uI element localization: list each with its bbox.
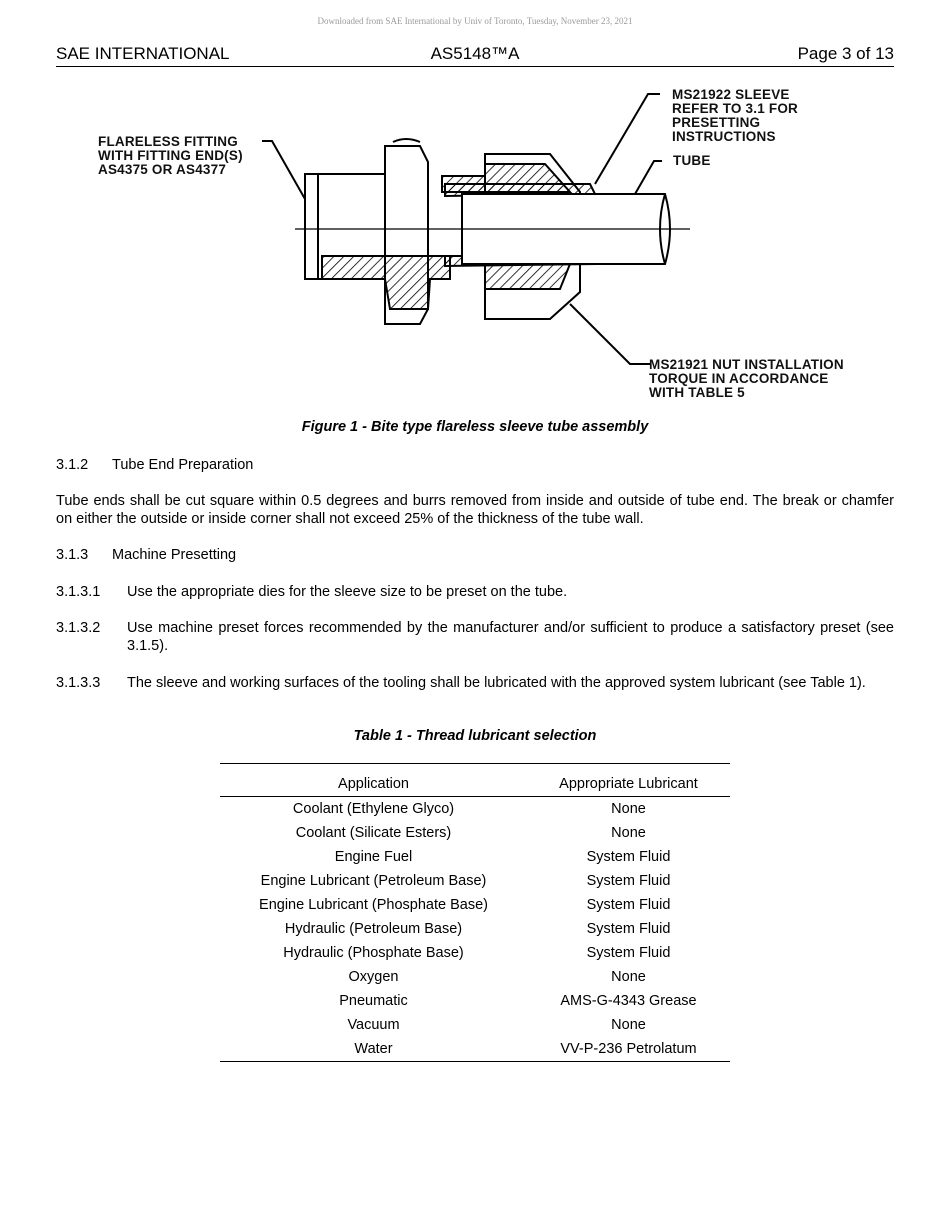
label-tube: TUBE	[673, 153, 711, 168]
cell-application: Vacuum	[347, 1017, 400, 1033]
table-row: Engine Fuel System Fluid	[220, 845, 730, 869]
header-organization: SAE INTERNATIONAL	[56, 44, 230, 63]
cell-application: Pneumatic	[339, 993, 408, 1009]
cell-application: Hydraulic (Phosphate Base)	[283, 945, 464, 961]
cell-lubricant: None	[611, 801, 646, 817]
header-page-number: Page 3 of 13	[797, 44, 894, 63]
cell-application: Engine Lubricant (Petroleum Base)	[260, 873, 487, 889]
item-3-1-3-2-text: Use machine preset forces recommended by…	[127, 620, 894, 654]
tube-assembly-drawing	[262, 93, 690, 365]
page-header: AS5148™A SAE INTERNATIONAL Page 3 of 13	[56, 44, 894, 67]
item-3-1-3-1-number: 3.1.3.1	[56, 584, 101, 600]
lubricant-table: Application Appropriate Lubricant Coolan…	[220, 763, 730, 1062]
table-row: Coolant (Silicate Esters) None	[220, 821, 730, 845]
cell-application: Engine Lubricant (Phosphate Base)	[259, 897, 488, 913]
cell-lubricant: None	[611, 969, 646, 985]
table-row: Engine Lubricant (Phosphate Base) System …	[220, 893, 730, 917]
label-ms21921-nut: MS21921 NUT INSTALLATION TORQUE IN ACCOR…	[649, 357, 844, 400]
cell-lubricant: None	[611, 825, 646, 841]
cell-lubricant: System Fluid	[586, 921, 671, 937]
label-ms21922-sleeve: MS21922 SLEEVE REFER TO 3.1 FOR PRESETTI…	[672, 87, 798, 144]
table-row: Hydraulic (Phosphate Base) System Fluid	[220, 941, 730, 965]
table-row: Vacuum None	[220, 1013, 730, 1037]
figure-caption: Figure 1 - Bite type flareless sleeve tu…	[301, 419, 649, 435]
cell-lubricant: AMS-G-4343 Grease	[560, 993, 697, 1009]
header-appropriate-lubricant: Appropriate Lubricant	[527, 763, 730, 797]
item-3-1-3-1-text: Use the appropriate dies for the sleeve …	[127, 584, 568, 600]
figure-tube-assembly: FLARELESS FITTING WITH FITTING END(S) AS…	[90, 84, 870, 409]
cell-lubricant: System Fluid	[586, 945, 671, 961]
table-row: Oxygen None	[220, 965, 730, 989]
cell-application: Oxygen	[348, 969, 399, 985]
cell-lubricant: VV-P-236 Petrolatum	[527, 1037, 730, 1062]
header-application: Application	[220, 763, 527, 797]
table-row: Coolant (Ethylene Glyco) None	[220, 797, 730, 822]
item-3-1-3-3-text: The sleeve and working surfaces of the t…	[127, 675, 866, 691]
table-row: Pneumatic AMS-G-4343 Grease	[220, 989, 730, 1013]
table-caption: Table 1 - Thread lubricant selection	[353, 728, 597, 744]
cell-lubricant: System Fluid	[586, 849, 671, 865]
cell-application: Water	[220, 1037, 527, 1062]
leader-lines	[262, 93, 662, 365]
download-watermark: Downloaded from SAE International by Uni…	[317, 16, 633, 26]
section-3-1-3-number: 3.1.3	[56, 547, 89, 563]
cell-lubricant: System Fluid	[586, 873, 671, 889]
cell-application: Engine Fuel	[334, 849, 413, 865]
cell-application: Hydraulic (Petroleum Base)	[284, 921, 463, 937]
table-header-row: Application Appropriate Lubricant	[220, 763, 730, 797]
section-3-1-3-title: Machine Presetting	[112, 547, 237, 563]
cell-lubricant: System Fluid	[586, 897, 671, 913]
table-row: Hydraulic (Petroleum Base) System Fluid	[220, 917, 730, 941]
cell-application: Coolant (Ethylene Glyco)	[292, 801, 455, 817]
table-row: Engine Lubricant (Petroleum Base) System …	[220, 869, 730, 893]
section-3-1-2-number: 3.1.2	[56, 457, 89, 473]
item-3-1-3-3-number: 3.1.3.3	[56, 675, 101, 691]
label-flareless-fitting: FLARELESS FITTING WITH FITTING END(S) AS…	[98, 134, 243, 177]
item-3-1-3-2-number: 3.1.3.2	[56, 620, 101, 636]
cell-application: Coolant (Silicate Esters)	[295, 825, 452, 841]
section-3-1-2-body: Tube ends shall be cut square within 0.5…	[56, 493, 894, 527]
cell-lubricant: None	[611, 1017, 646, 1033]
section-3-1-2-title: Tube End Preparation	[112, 457, 254, 473]
header-document-number: AS5148™A	[430, 44, 520, 63]
